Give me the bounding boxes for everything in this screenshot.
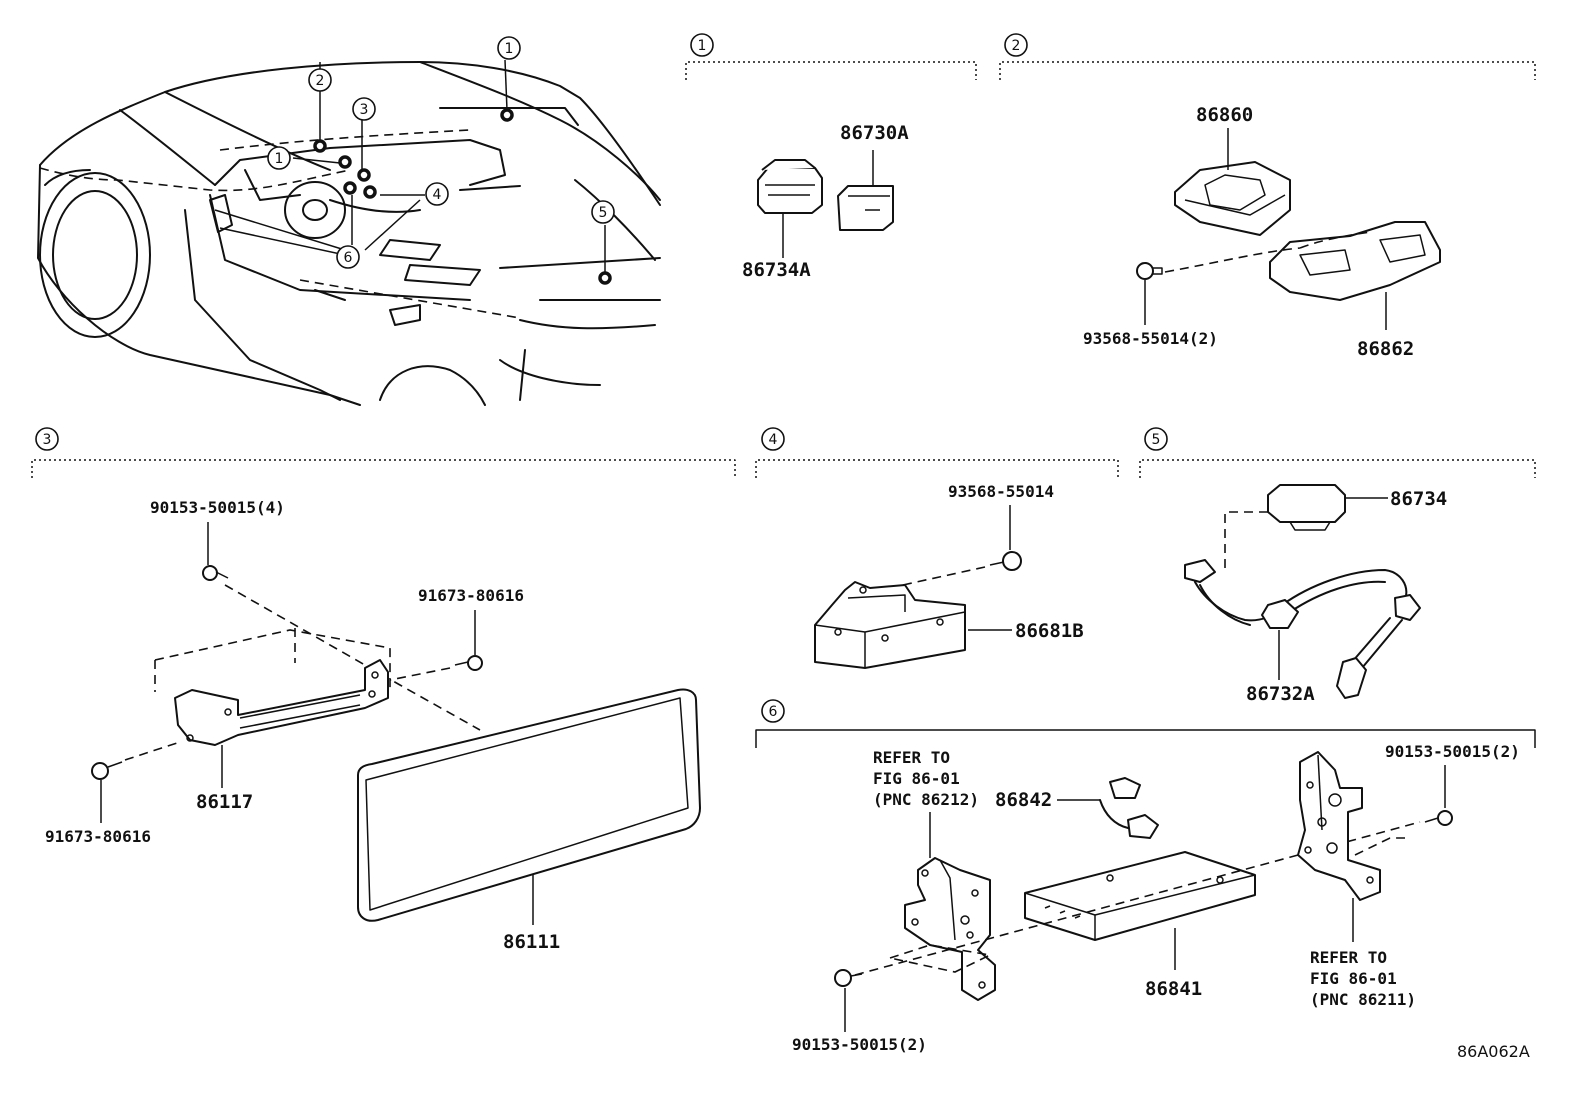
callout-5: 5 <box>599 205 608 221</box>
location-marker <box>363 185 377 199</box>
part-91673-80616-left: 91673-80616 <box>45 827 151 846</box>
refer-left-line-1: REFER TO <box>873 748 950 767</box>
location-marker <box>500 108 514 122</box>
part-86860: 86860 <box>1196 104 1253 126</box>
section-4: 4 93568-55014 86681B <box>755 427 1119 669</box>
part-86841: 86841 <box>1145 978 1202 1000</box>
section-5: 5 86734 86732A <box>1139 427 1536 705</box>
car-overview: 1 2 3 1 4 5 6 <box>37 36 661 406</box>
part-86730A: 86730A <box>840 122 909 144</box>
refer-right-line-2: FIG 86-01 <box>1310 969 1397 988</box>
part-86681B: 86681B <box>1015 620 1084 642</box>
section-3-number: 3 <box>43 432 52 448</box>
part-86734: 86734 <box>1390 488 1447 510</box>
section-5-number: 5 <box>1152 432 1161 448</box>
location-marker <box>598 271 612 285</box>
section-3: 3 90153-50015(4) 86117 91673-80616 91673… <box>31 427 736 953</box>
section-4-number: 4 <box>769 432 778 448</box>
part-86117: 86117 <box>196 791 253 813</box>
callout-4: 4 <box>433 187 442 203</box>
part-86862: 86862 <box>1357 338 1414 360</box>
callout-3: 3 <box>360 102 369 118</box>
refer-left-line-2: FIG 86-01 <box>873 769 960 788</box>
part-93568-55014: 93568-55014 <box>948 482 1054 501</box>
part-86734A: 86734A <box>742 259 811 281</box>
callout-1-dash: 1 <box>275 151 284 167</box>
refer-right-line-1: REFER TO <box>1310 948 1387 967</box>
callout-2: 2 <box>316 73 325 89</box>
location-marker <box>313 139 327 153</box>
part-90153-50015-2-right: 90153-50015(2) <box>1385 742 1520 761</box>
refer-left-line-3: (PNC 86212) <box>873 790 979 809</box>
refer-right-line-3: (PNC 86211) <box>1310 990 1416 1009</box>
section-6-number: 6 <box>769 704 778 720</box>
part-93568-55014-2: 93568-55014(2) <box>1083 329 1218 348</box>
section-2-number: 2 <box>1012 38 1021 54</box>
part-90153-50015-4: 90153-50015(4) <box>150 498 285 517</box>
callout-6: 6 <box>344 250 353 266</box>
part-86111: 86111 <box>503 931 560 953</box>
location-marker <box>343 181 357 195</box>
section-2: 2 86860 86862 93568-55014(2) <box>999 33 1536 360</box>
part-86732A: 86732A <box>1246 683 1315 705</box>
callout-1-top: 1 <box>505 41 514 57</box>
part-90153-50015-2-left: 90153-50015(2) <box>792 1035 927 1054</box>
part-91673-80616-right: 91673-80616 <box>418 586 524 605</box>
location-marker <box>338 155 352 169</box>
location-marker <box>357 168 371 182</box>
figure-code: 86A062A <box>1457 1042 1530 1061</box>
section-1-number: 1 <box>698 38 707 54</box>
section-6: 6 REFER TO FIG 86-01 (PNC 86212) 86842 8… <box>755 699 1536 1054</box>
part-86842: 86842 <box>995 789 1052 811</box>
section-1: 1 86730A 86734A <box>685 33 977 281</box>
